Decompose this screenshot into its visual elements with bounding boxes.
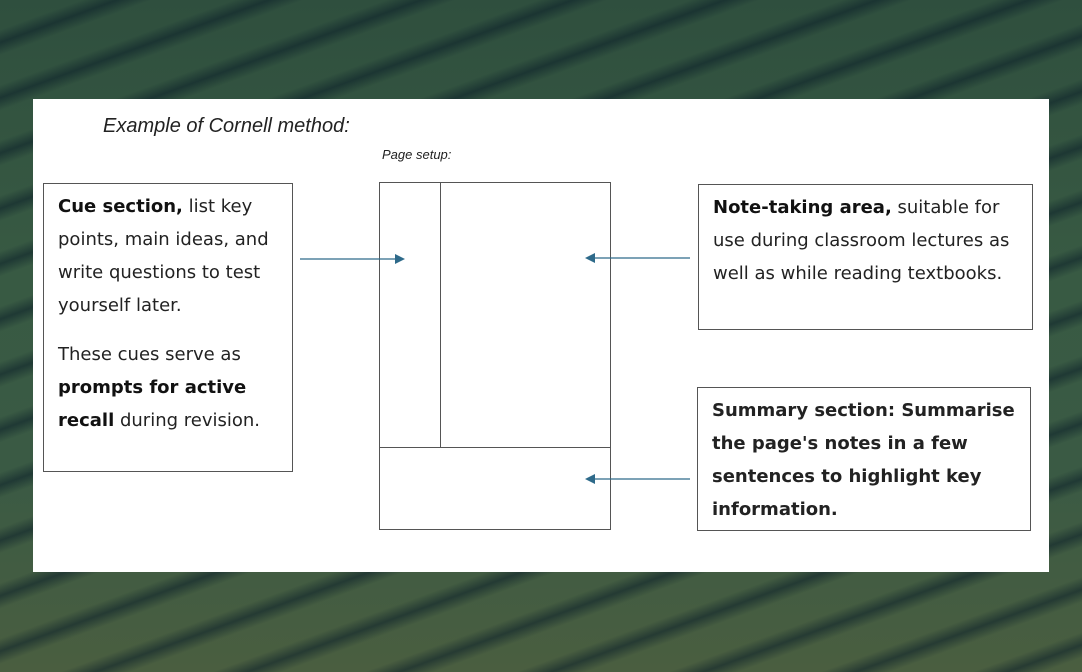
arrow-to-cue-column	[300, 254, 405, 264]
arrow-to-summary-area	[585, 474, 690, 484]
summary-section-box: Summary section: Summarise the page's no…	[697, 387, 1031, 531]
note-taking-box: Note-taking area, suitable for use durin…	[698, 184, 1033, 330]
cue-column-divider	[440, 183, 441, 447]
arrow-to-notes-area	[585, 253, 690, 263]
cue-p2-pre: These cues serve as	[58, 344, 241, 365]
cue-heading: Cue section,	[58, 196, 183, 217]
summary-text: Summary section: Summarise the page's no…	[712, 400, 1015, 520]
notes-heading: Note-taking area,	[713, 197, 892, 218]
notes-text: suitable for use during classroom lectur…	[713, 197, 1010, 284]
cue-section-box: Cue section, list key points, main ideas…	[43, 183, 293, 472]
cue-p2-post: during revision.	[114, 410, 261, 431]
diagram-title: Example of Cornell method:	[103, 115, 350, 137]
page-setup-label: Page setup:	[382, 147, 452, 162]
summary-divider	[380, 447, 610, 448]
cornell-diagram-panel: Example of Cornell method: Page setup: C…	[33, 99, 1049, 572]
cue-text: list key points, main ideas, and write q…	[58, 196, 269, 316]
arrows-layer	[300, 253, 690, 484]
cue-p2-bold: prompts for active recall	[58, 377, 247, 431]
page-layout-diagram	[379, 182, 611, 530]
